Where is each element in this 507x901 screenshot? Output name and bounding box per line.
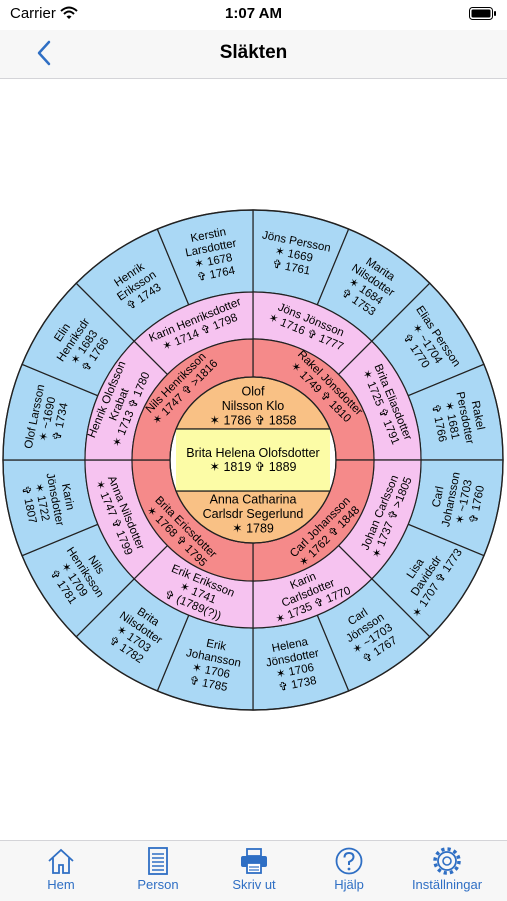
tab-label: Inställningar — [411, 877, 483, 892]
battery-icon — [469, 7, 497, 24]
page-title: Släkten — [219, 42, 288, 63]
person-text-line: Rakel — [469, 400, 487, 431]
chevron-left-icon[interactable] — [36, 40, 52, 71]
question-icon — [335, 847, 363, 875]
carrier-label: Carrier — [10, 5, 56, 22]
document-icon — [148, 847, 168, 875]
tab-person[interactable]: Person — [113, 847, 203, 892]
house-icon — [48, 848, 74, 874]
person-text-line: Brita Helena Olofsdotter — [186, 446, 319, 460]
tab-bar: Hem Person Skriv ut Hjälp — [0, 840, 507, 901]
person-text-line: Erik — [205, 638, 227, 654]
printer-icon — [241, 848, 267, 874]
person-text-line: Karin — [59, 483, 76, 512]
person-text-line: ✶ 1789 — [232, 521, 274, 535]
person-text-line: ✶ 1819 ✞ 1889 — [210, 460, 297, 474]
status-bar: Carrier 1:07 AM — [0, 0, 507, 30]
person-text-line: Nilsson Klo — [222, 399, 285, 413]
wifi-icon — [60, 6, 78, 24]
person-text-line: Carlsdr Segerlund — [203, 507, 304, 521]
gear-icon — [433, 847, 461, 875]
self-segment[interactable] — [176, 429, 330, 491]
tab-label: Hjälp — [334, 877, 364, 892]
person-text-line: Carl — [431, 485, 447, 508]
person-text-line: ✶ 1786 ✞ 1858 — [210, 413, 297, 427]
navigation-bar: Släkten — [0, 30, 507, 79]
tab-label: Skriv ut — [232, 877, 276, 892]
tab-label: Hem — [47, 877, 75, 892]
tab-label: Person — [137, 877, 179, 892]
tab-hem[interactable]: Hem — [16, 847, 106, 892]
tab-installningar[interactable]: Inställningar — [399, 847, 495, 892]
person-text-line: Anna Catharina — [210, 493, 297, 507]
tab-hjalp[interactable]: Hjälp — [304, 847, 394, 892]
person-text-line: Olof — [242, 385, 265, 399]
clock: 1:07 AM — [225, 5, 282, 22]
tab-skriv-ut[interactable]: Skriv ut — [209, 847, 299, 892]
